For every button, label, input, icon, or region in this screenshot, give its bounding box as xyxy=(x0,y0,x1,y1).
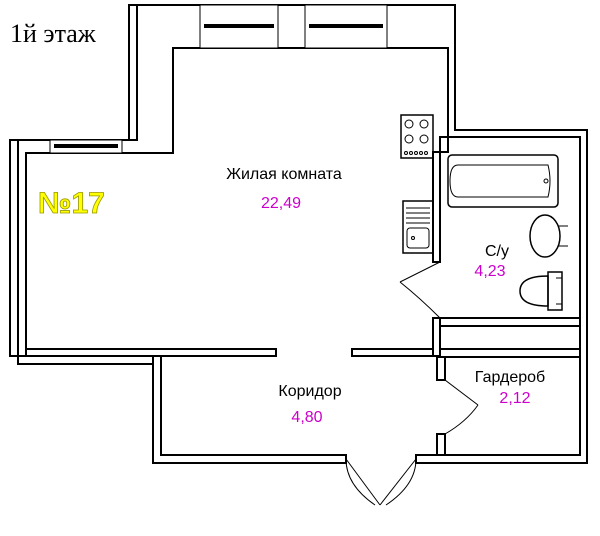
partition-living-corridor-right xyxy=(351,348,441,357)
wall-wardrobe-left xyxy=(436,356,446,381)
toilet-icon xyxy=(519,271,563,311)
entrance-door xyxy=(345,458,417,506)
window-left xyxy=(49,139,123,154)
room-area-living: 22,49 xyxy=(261,195,301,212)
wall-wardrobe-top xyxy=(439,348,581,358)
wall-wardrobe-left-lower xyxy=(436,433,446,456)
wall-bathroom-top xyxy=(439,136,449,153)
room-name-wardrobe: Гардероб xyxy=(475,369,545,386)
room-name-living: Жилая комната xyxy=(226,166,342,183)
room-area-corridor: 4,80 xyxy=(291,409,322,426)
room-area-wardrobe: 2,12 xyxy=(499,390,530,407)
apartment-number: №17 xyxy=(38,187,105,220)
window-top-1 xyxy=(199,4,279,49)
partition-living-corridor-left xyxy=(25,348,277,357)
wardrobe-door xyxy=(444,379,479,435)
wall-bathroom-left xyxy=(432,151,441,263)
outer-wall-left xyxy=(9,139,154,365)
outer-wall-top-left xyxy=(128,4,138,141)
room-name-bathroom: С/у xyxy=(485,243,509,260)
wall-bathroom-left-lower xyxy=(432,317,441,357)
window-top-2 xyxy=(304,4,388,49)
washbasin-icon xyxy=(529,214,568,258)
room-area-bathroom: 4,23 xyxy=(474,263,505,280)
bathroom-door xyxy=(399,261,441,319)
wall-bathroom-bottom xyxy=(439,317,581,327)
bathtub-icon xyxy=(447,154,559,208)
floor-title: 1й этаж xyxy=(10,19,97,48)
stove-icon xyxy=(400,114,434,159)
room-name-corridor: Коридор xyxy=(278,383,341,400)
sink-icon xyxy=(402,200,434,254)
